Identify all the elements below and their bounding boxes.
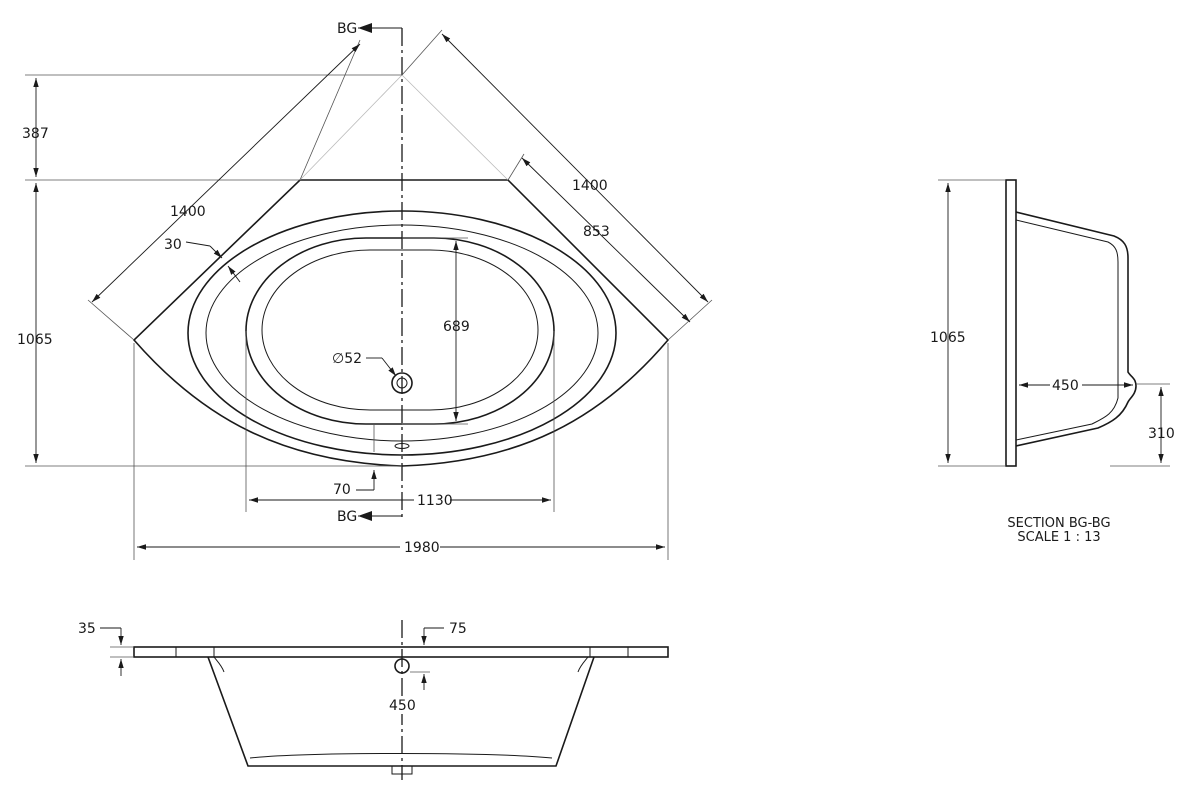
basin-outer (245, 237, 555, 425)
basin-inner (261, 249, 539, 411)
dim-inner-width: 1130 (417, 493, 453, 509)
plan-view: BG BG 387 1065 1400 1400 853 30 (17, 21, 713, 560)
section-scale: SCALE 1 : 13 (1017, 530, 1100, 545)
section-rim (1005, 179, 1017, 467)
front-view: 35 75 450 (78, 620, 669, 780)
dim-inner-side: 853 (583, 224, 610, 240)
section-dim-step: 310 (1148, 426, 1175, 442)
front-dim-rim: 35 (78, 621, 96, 637)
section-dim-depth: 450 (1052, 378, 1079, 394)
dim-side-left: 1400 (170, 204, 206, 220)
front-dim-depth: 450 (389, 698, 416, 714)
section-view: 1065 450 310 SECTION BG-BG SCALE 1 : 13 (930, 179, 1175, 545)
section-marker-bottom: BG (337, 509, 402, 525)
front-dim-waste-height: 75 (449, 621, 467, 637)
section-marker-top: BG (337, 21, 402, 37)
section-dim-height: 1065 (930, 330, 966, 346)
dim-depth-total: 1065 (17, 332, 53, 348)
dim-waste-offset: 70 (333, 482, 351, 498)
section-profile (1015, 211, 1137, 447)
dim-depth-upper: 387 (22, 126, 49, 142)
svg-text:BG: BG (337, 509, 357, 525)
dim-overall-width: 1980 (404, 540, 440, 556)
svg-text:BG: BG (337, 21, 357, 37)
section-title: SECTION BG-BG (1007, 516, 1110, 531)
dim-inner-depth: 689 (443, 319, 470, 335)
dim-waste-diameter: ∅52 (332, 351, 362, 367)
dim-side-right: 1400 (572, 178, 608, 194)
dim-rim-width: 30 (164, 237, 182, 253)
front-rim (133, 646, 669, 658)
